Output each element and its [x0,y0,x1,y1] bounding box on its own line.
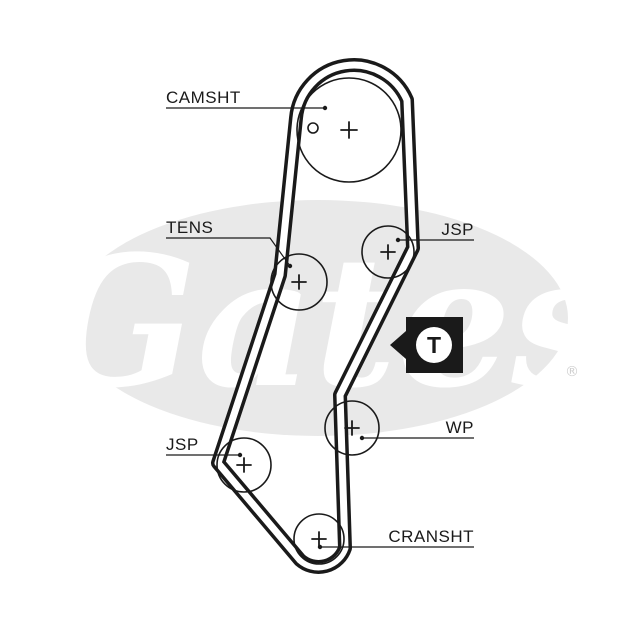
label-crankshaft: CRANSHT [388,527,474,546]
label-camshaft: CAMSHT [166,88,241,107]
watermark-ellipse [68,200,568,436]
timing-mark-icon [307,122,319,134]
tensioner-pulley [270,253,328,311]
label-water-pump: WP [446,418,474,437]
watermark-brand: Gates [43,217,612,428]
registered-mark: ® [565,364,579,380]
idler-pulley-lower [216,437,272,493]
water-pump-pulley [324,400,380,456]
label-idler-lower: JSP [166,435,199,454]
idler-pulley-upper [361,225,415,279]
camshaft-pulley [296,77,402,183]
label-idler-upper: JSP [441,220,474,239]
crankshaft-pulley [293,513,345,565]
timing-belt [211,58,420,574]
belt-inner-edge [214,61,417,571]
tensioner-badge-letter: T [427,332,441,358]
leader-lines [166,107,474,548]
tensioner-badge-icon: T [390,317,463,373]
watermark-logo: Gates ® [43,200,613,436]
leader-dots [237,105,401,550]
label-tensioner: TENS [166,218,213,237]
